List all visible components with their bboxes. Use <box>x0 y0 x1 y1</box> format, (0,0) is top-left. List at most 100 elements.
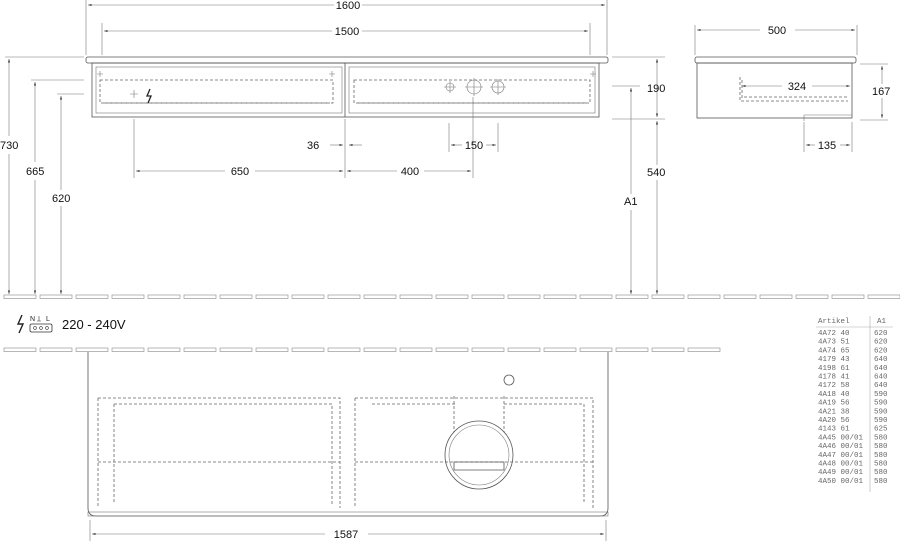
table-cell-article: 4178 41 <box>818 374 850 382</box>
floor-segment <box>39 347 73 352</box>
table-cell-article: 4A18 40 <box>818 391 850 399</box>
floor-segment <box>579 347 613 352</box>
floor-segment <box>255 294 289 299</box>
top-view: 1587 <box>87 352 609 541</box>
table-cell-article: 4198 61 <box>818 365 850 373</box>
table-cell-article: 4A19 56 <box>818 400 850 408</box>
floor-segment <box>435 294 469 299</box>
table-cell-a1: 625 <box>874 426 888 434</box>
floor-segment <box>75 347 109 352</box>
socket-icon <box>29 323 53 333</box>
table-cell-a1: 580 <box>874 461 888 469</box>
dim-324: 324 <box>788 81 806 93</box>
table-header-article: Artikel <box>818 318 850 326</box>
front-dimensions: 1600 1500 190 A1 540 730 665 620 <box>0 0 665 294</box>
floor-segment <box>651 347 685 352</box>
dim-620: 620 <box>52 193 70 205</box>
floor-segment <box>363 294 397 299</box>
table-cell-article: 4172 58 <box>818 382 850 390</box>
table-cell-a1: 640 <box>874 382 888 390</box>
table-cell-article: 4179 43 <box>818 356 850 364</box>
dim-1600: 1600 <box>336 0 360 12</box>
floor-segment <box>219 294 253 299</box>
table-cell-article: 4A46 00/01 <box>818 443 864 451</box>
table-cell-article: 4A50 00/01 <box>818 478 864 486</box>
table-cell-a1: 580 <box>874 434 888 442</box>
floor-segment <box>507 347 541 352</box>
floor-segment <box>147 294 181 299</box>
floor-segment <box>327 294 361 299</box>
lightning-icon <box>146 88 152 104</box>
table-cell-a1: 590 <box>874 400 888 408</box>
floor-segment <box>435 347 469 352</box>
table-cell-article: 4A45 00/01 <box>818 434 864 442</box>
floor-segment <box>183 347 217 352</box>
floor-segment <box>147 347 181 352</box>
floor-segment <box>687 294 721 299</box>
siphon-crosshair-icon <box>444 78 506 96</box>
table-cell-a1: 590 <box>874 417 888 425</box>
floor-segment <box>75 294 109 299</box>
table-cell-article: 4A72 40 <box>818 330 850 338</box>
floor-segment <box>543 294 577 299</box>
table-cell-a1: 580 <box>874 469 888 477</box>
floor-segment <box>471 294 505 299</box>
dim-1500: 1500 <box>335 26 359 38</box>
floor-segment <box>3 347 37 352</box>
floor-segment <box>471 347 505 352</box>
dim-36: 36 <box>307 140 319 152</box>
dim-730: 730 <box>0 140 18 152</box>
label-n: N <box>30 316 35 323</box>
table-cell-article: 4A74 65 <box>818 347 850 355</box>
floor-segment <box>687 347 721 352</box>
table-cell-a1: 590 <box>874 391 888 399</box>
dim-1587: 1587 <box>334 529 358 541</box>
dim-540: 540 <box>647 167 665 179</box>
dim-665: 665 <box>26 166 44 178</box>
table-cell-a1: 640 <box>874 374 888 382</box>
floor-segment <box>831 294 865 299</box>
voltage-label: 220 - 240V <box>62 317 126 332</box>
floor-segment <box>723 294 757 299</box>
floor-segment <box>543 347 577 352</box>
table-cell-a1: 620 <box>874 339 888 347</box>
dim-190: 190 <box>647 83 665 95</box>
lightning-icon <box>16 314 25 334</box>
side-view: 500 324 167 135 <box>694 25 890 152</box>
floor-segment <box>3 294 37 299</box>
table-cell-article: 4A20 56 <box>818 417 850 425</box>
dim-150: 150 <box>465 140 483 152</box>
floor-segment <box>795 294 829 299</box>
floor-lines <box>3 294 900 352</box>
floor-segment <box>255 347 289 352</box>
table-cell-a1: 640 <box>874 365 888 373</box>
floor-segment <box>111 294 145 299</box>
floor-segment <box>219 347 253 352</box>
dim-400: 400 <box>401 166 419 178</box>
table-cell-a1: 640 <box>874 356 888 364</box>
floor-segment <box>579 294 613 299</box>
dim-500: 500 <box>768 25 786 37</box>
dim-135: 135 <box>818 140 836 152</box>
label-l: L <box>46 316 50 323</box>
floor-segment <box>759 294 793 299</box>
table-cell-article: 4A49 00/01 <box>818 469 864 477</box>
floor-segment <box>111 347 145 352</box>
table-cell-article: 4A21 38 <box>818 408 850 416</box>
table-cell-article: 4A47 00/01 <box>818 452 864 460</box>
dim-650: 650 <box>231 166 249 178</box>
floor-segment <box>399 294 433 299</box>
table-cell-a1: 580 <box>874 452 888 460</box>
electrical-legend: N L 220 - 240V <box>16 314 126 334</box>
floor-segment <box>39 294 73 299</box>
floor-segment <box>183 294 217 299</box>
table-cell-article: 4A48 00/01 <box>818 461 864 469</box>
dim-167: 167 <box>872 86 890 98</box>
floor-segment <box>363 347 397 352</box>
table-cell-a1: 580 <box>874 478 888 486</box>
front-view <box>85 56 609 118</box>
table-header-a1: A1 <box>877 318 887 326</box>
floor-segment <box>651 294 685 299</box>
